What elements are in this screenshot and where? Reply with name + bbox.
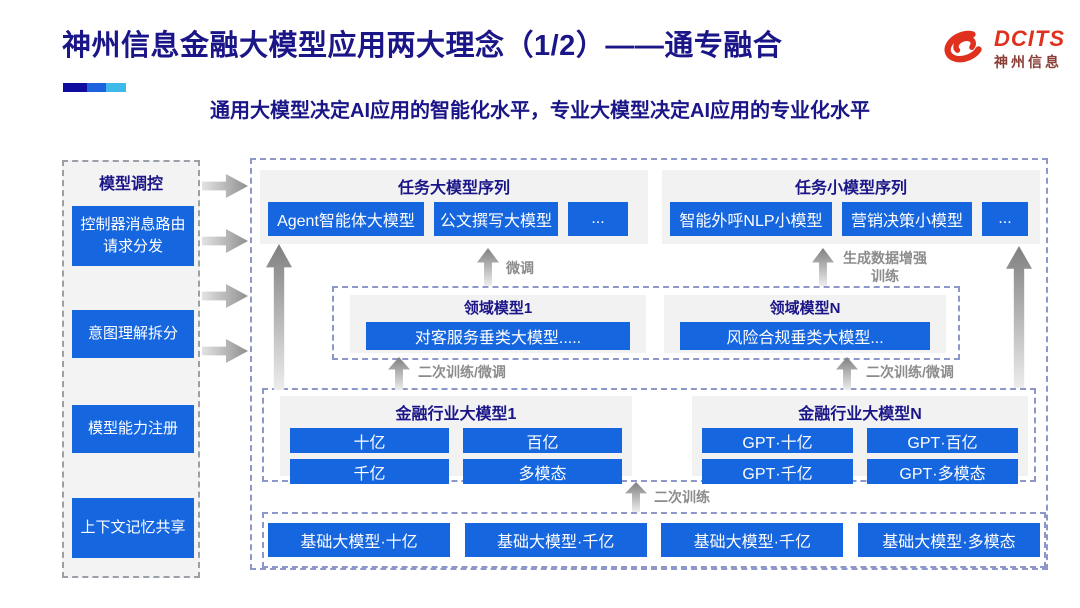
group-industry-model-1: 金融行业大模型1 十亿 百亿 千亿 多模态: [280, 396, 632, 484]
model-box-risk-compliance: 风险合规垂类大模型...: [680, 322, 930, 350]
sidebar-title: 模型调控: [98, 176, 163, 193]
slide-subtitle: 通用大模型决定AI应用的智能化水平，专业大模型决定AI应用的专业化水平: [210, 100, 870, 122]
group-title: 任务大模型序列: [397, 180, 510, 197]
model-box-agent: Agent智能体大模型: [268, 202, 424, 236]
logo-brand-cn: 神州信息: [994, 53, 1062, 70]
industry-models-panel: 金融行业大模型1 十亿 百亿 千亿 多模态 金融行业大模型N GPT·十亿 GP…: [262, 388, 1036, 484]
accent-bar: [63, 83, 126, 92]
model-box-gpt-10b: GPT·百亿: [867, 428, 1018, 453]
sidebar-item-router: 控制器消息路由请求分发: [72, 206, 194, 266]
model-box-gpt-100b: GPT·千亿: [702, 459, 853, 484]
right-arrow-icon: [202, 229, 248, 253]
model-box-foundation-multimodal: 基础大模型·多模态: [857, 523, 1040, 557]
model-box-ellipsis: ...: [568, 202, 628, 236]
page-title: 神州信息金融大模型应用两大理念（1/2）——通专融合: [62, 30, 783, 62]
accent-bar-segment: [63, 83, 87, 92]
sidebar-item-register: 模型能力注册: [72, 405, 194, 453]
label-secondary-training: 二次训练: [654, 489, 710, 505]
group-title: 领域模型1: [463, 300, 533, 317]
dcits-swirl-icon: [936, 20, 990, 79]
right-arrow-icon: [202, 339, 248, 363]
model-box-customer-service: 对客服务垂类大模型.....: [366, 322, 630, 350]
group-title: 任务小模型序列: [794, 180, 907, 197]
sidebar-item-context: 上下文记忆共享: [72, 498, 194, 558]
model-box-nlp-outbound: 智能外呼NLP小模型: [670, 202, 832, 236]
label-secondary-finetune: 二次训练/微调: [866, 364, 954, 380]
sidebar-item-intent: 意图理解拆分: [72, 310, 194, 358]
model-box-document-writing: 公文撰写大模型: [434, 202, 558, 236]
group-industry-model-n: 金融行业大模型N GPT·十亿 GPT·百亿 GPT·千亿 GPT·多模态: [692, 396, 1028, 484]
group-domain-model-n: 领域模型N 风险合规垂类大模型...: [664, 295, 946, 353]
model-box-gpt-1b: GPT·十亿: [702, 428, 853, 453]
model-box-foundation-100b: 基础大模型·千亿: [464, 523, 647, 557]
group-domain-model-1: 领域模型1 对客服务垂类大模型.....: [350, 295, 646, 353]
model-box-gpt-multimodal: GPT·多模态: [867, 459, 1018, 484]
group-task-small-models: 任务小模型序列 智能外呼NLP小模型 营销决策小模型 ...: [662, 170, 1040, 244]
group-title: 金融行业大模型1: [395, 406, 517, 423]
accent-bar-segment: [106, 83, 126, 92]
label-gen-data-training: 生成数据增强训练: [843, 250, 927, 284]
group-title: 金融行业大模型N: [798, 406, 922, 423]
model-box-10b: 百亿: [463, 428, 622, 453]
model-box-multimodal: 多模态: [463, 459, 622, 484]
dcits-logo: DCITS 神州信息: [936, 20, 1065, 79]
model-box-marketing-decision: 营销决策小模型: [842, 202, 972, 236]
sidebar-model-control: 模型调控 控制器消息路由请求分发 意图理解拆分 模型能力注册 上下文记忆共享: [62, 160, 200, 578]
model-box-ellipsis: ...: [982, 202, 1028, 236]
logo-brand-text: DCITS: [994, 25, 1065, 51]
model-box-100b: 千亿: [290, 459, 449, 484]
group-task-large-models: 任务大模型序列 Agent智能体大模型 公文撰写大模型 ...: [260, 170, 648, 244]
label-finetune: 微调: [506, 260, 534, 276]
domain-models-panel: 领域模型1 对客服务垂类大模型..... 领域模型N 风险合规垂类大模型...: [332, 286, 960, 360]
model-box-1b: 十亿: [290, 428, 449, 453]
right-arrow-icon: [202, 284, 248, 308]
right-arrow-icon: [202, 174, 248, 198]
foundation-models-panel: 基础大模型·十亿 基础大模型·千亿 基础大模型·千亿 基础大模型·多模态: [262, 512, 1046, 568]
group-title: 领域模型N: [769, 300, 841, 317]
model-box-foundation-100b-2: 基础大模型·千亿: [661, 523, 844, 557]
accent-bar-segment: [87, 83, 106, 92]
label-secondary-finetune: 二次训练/微调: [418, 364, 506, 380]
model-box-foundation-1b: 基础大模型·十亿: [268, 523, 450, 557]
